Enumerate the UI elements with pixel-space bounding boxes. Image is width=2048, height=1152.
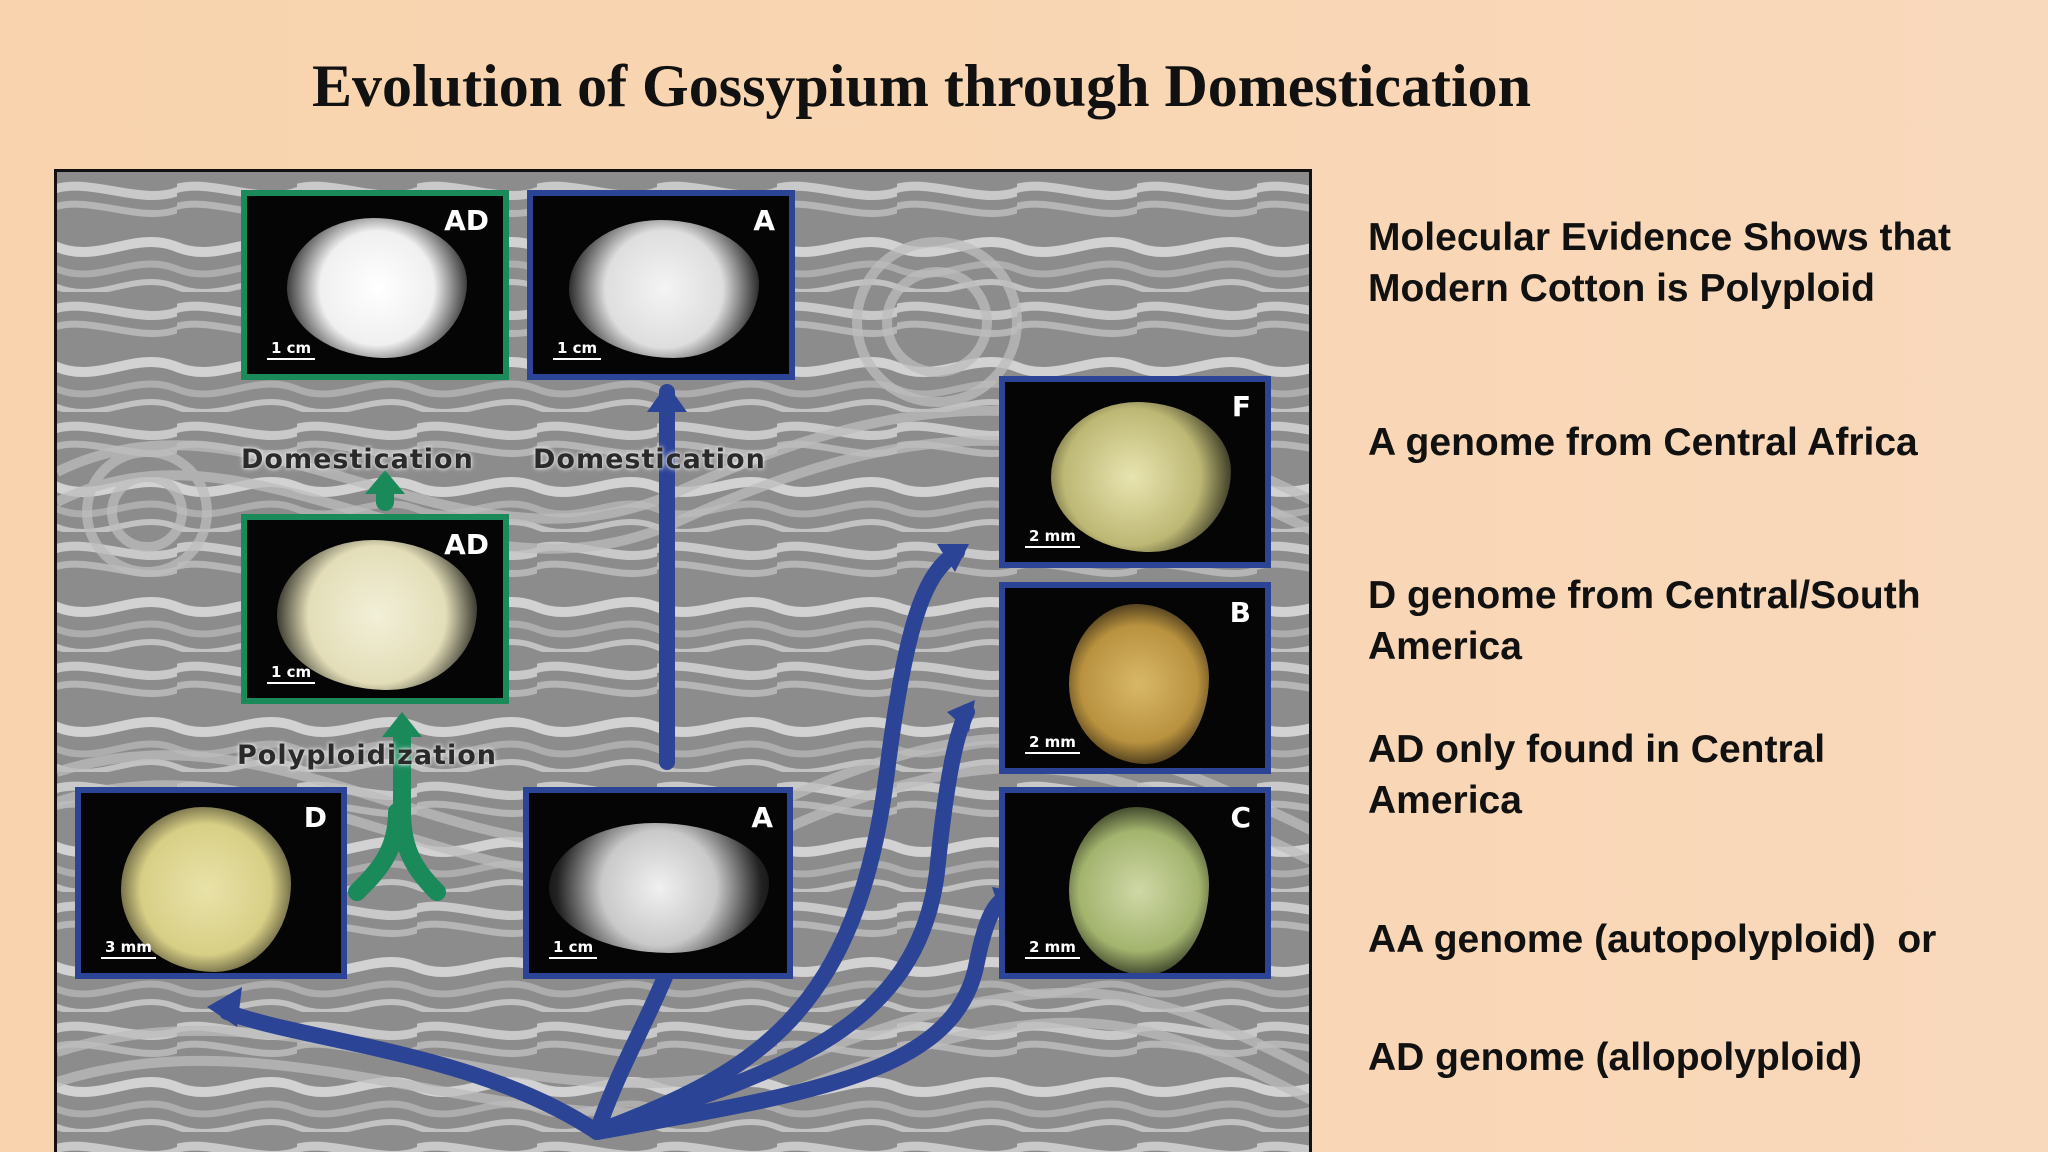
fiber-sample (549, 823, 769, 953)
genome-label: D (303, 801, 327, 834)
scale-bar: 2 mm (1025, 938, 1080, 959)
panel-d: D 3 mm (75, 787, 347, 979)
note-d-genome: D genome from Central/South America (1368, 574, 1921, 668)
domestication-label-left: Domestication (241, 444, 474, 475)
phylogeny-branches (219, 384, 1015, 1140)
fiber-sample (569, 220, 759, 358)
fiber-sample (1069, 604, 1209, 764)
genome-label: F (1231, 390, 1251, 423)
fiber-sample (277, 540, 477, 690)
genome-label: AD (444, 528, 489, 561)
scale-bar: 1 cm (267, 663, 316, 684)
note-ad-allopolyploid: AD genome (allopolyploid) (1368, 1036, 1862, 1079)
panel-a-wild: A 1 cm (523, 787, 793, 979)
panel-b: B 2 mm (999, 582, 1271, 774)
fiber-sample (1069, 807, 1209, 973)
panel-ad-domesticated: AD 1 cm (241, 190, 509, 380)
genome-label: AD (444, 204, 489, 237)
genome-label: C (1230, 801, 1251, 834)
genome-label: A (753, 204, 775, 237)
fiber-sample (1051, 402, 1231, 552)
scale-bar: 1 cm (267, 339, 316, 360)
note-polyploid: Molecular Evidence Shows that Modern Cot… (1368, 216, 1951, 310)
scale-bar: 1 cm (549, 938, 598, 959)
panel-a-domesticated: A 1 cm (527, 190, 795, 380)
genome-label: B (1229, 596, 1251, 629)
domestication-label-right: Domestication (533, 444, 766, 475)
note-a-genome: A genome from Central Africa (1368, 421, 1918, 464)
evolution-figure: AD 1 cm A 1 cm AD 1 cm D 3 mm A 1 cm F 2… (54, 169, 1312, 1152)
green-arrowheads (365, 470, 422, 737)
note-aa-autopolyploid: AA genome (autopolyploid) or (1368, 918, 1937, 961)
polyploidization-label: Polyploidization (237, 740, 498, 771)
scale-bar: 2 mm (1025, 527, 1080, 548)
fiber-sample (121, 807, 291, 972)
fiber-sample (287, 218, 467, 358)
scale-bar: 3 mm (101, 938, 156, 959)
slide-title-text: Evolution of Gossypium through Domestica… (312, 53, 1532, 119)
genome-label: A (751, 801, 773, 834)
panel-f: F 2 mm (999, 376, 1271, 568)
scale-bar: 1 cm (553, 339, 602, 360)
note-ad-origin: AD only found in Central America (1368, 728, 1826, 822)
scale-bar: 2 mm (1025, 733, 1080, 754)
panel-ad-wild: AD 1 cm (241, 514, 509, 704)
panel-c: C 2 mm (999, 787, 1271, 979)
